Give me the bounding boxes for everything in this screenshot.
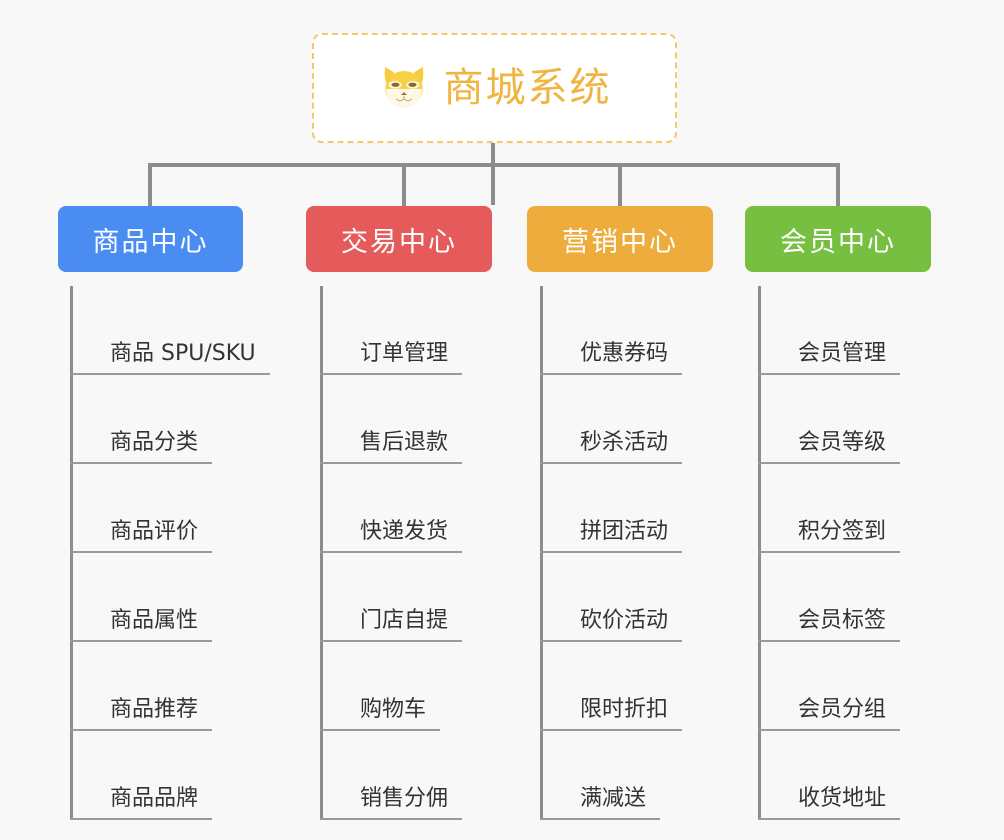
connector-stem-1 <box>148 163 152 207</box>
leaf-label: 商品推荐 <box>70 696 213 731</box>
category-label-1: 商品中心 <box>92 226 209 258</box>
category-label-2: 交易中心 <box>341 226 457 258</box>
leaf-item[interactable]: 收货地址 <box>758 731 901 820</box>
leaf-label: 订单管理 <box>320 340 463 375</box>
leaf-label: 会员管理 <box>758 340 901 375</box>
root-title: 商城系统 <box>443 65 612 111</box>
leaf-item[interactable]: 商品评价 <box>70 464 270 553</box>
leaf-label: 购物车 <box>320 696 441 731</box>
leaf-label: 销售分佣 <box>320 785 463 820</box>
leaf-column-1: 商品 SPU/SKU 商品分类 商品评价 商品属性 商品推荐 商品品牌 <box>70 286 270 820</box>
category-box-4[interactable]: 会员中心 <box>745 206 931 272</box>
category-label-4: 会员中心 <box>780 226 896 258</box>
connector-stem-3 <box>618 163 622 207</box>
leaf-label: 商品品牌 <box>70 785 213 820</box>
leaf-item[interactable]: 商品分类 <box>70 375 270 464</box>
leaf-item[interactable]: 会员等级 <box>758 375 901 464</box>
leaf-label: 砍价活动 <box>540 607 683 642</box>
category-box-1[interactable]: 商品中心 <box>58 206 243 272</box>
leaf-item[interactable]: 秒杀活动 <box>540 375 683 464</box>
leaf-item[interactable]: 会员标签 <box>758 553 901 642</box>
leaf-column-3: 优惠券码 秒杀活动 拼团活动 砍价活动 限时折扣 满减送 <box>540 286 683 820</box>
leaf-item[interactable]: 积分签到 <box>758 464 901 553</box>
leaf-item[interactable]: 售后退款 <box>320 375 463 464</box>
leaf-label: 限时折扣 <box>540 696 683 731</box>
leaf-label: 秒杀活动 <box>540 429 683 464</box>
leaf-spine-4 <box>758 286 761 820</box>
leaf-item[interactable]: 限时折扣 <box>540 642 683 731</box>
leaf-item[interactable]: 销售分佣 <box>320 731 463 820</box>
leaf-item[interactable]: 门店自提 <box>320 553 463 642</box>
leaf-label: 收货地址 <box>758 785 901 820</box>
connector-root-stem <box>491 143 495 205</box>
connector-stem-2 <box>402 163 406 207</box>
leaf-label: 门店自提 <box>320 607 463 642</box>
leaf-label: 优惠券码 <box>540 340 683 375</box>
leaf-label: 商品属性 <box>70 607 213 642</box>
leaf-column-4: 会员管理 会员等级 积分签到 会员标签 会员分组 收货地址 <box>758 286 901 820</box>
dog-face-icon <box>384 66 423 108</box>
leaf-label: 积分签到 <box>758 518 901 553</box>
leaf-item[interactable]: 订单管理 <box>320 286 463 375</box>
leaf-label: 满减送 <box>540 785 661 820</box>
leaf-label: 售后退款 <box>320 429 463 464</box>
leaf-item[interactable]: 会员管理 <box>758 286 901 375</box>
leaf-item[interactable]: 商品属性 <box>70 553 270 642</box>
category-label-3: 营销中心 <box>562 226 678 258</box>
leaf-item[interactable]: 砍价活动 <box>540 553 683 642</box>
leaf-item[interactable]: 商品品牌 <box>70 731 270 820</box>
leaf-spine-2 <box>320 286 323 820</box>
leaf-label: 快递发货 <box>320 518 463 553</box>
leaf-item[interactable]: 会员分组 <box>758 642 901 731</box>
leaf-label: 拼团活动 <box>540 518 683 553</box>
connector-stem-4 <box>836 163 840 207</box>
leaf-label: 商品分类 <box>70 429 213 464</box>
leaf-item[interactable]: 拼团活动 <box>540 464 683 553</box>
leaf-label: 商品 SPU/SKU <box>70 340 270 375</box>
leaf-item[interactable]: 快递发货 <box>320 464 463 553</box>
leaf-label: 会员分组 <box>758 696 901 731</box>
leaf-label: 会员标签 <box>758 607 901 642</box>
category-box-3[interactable]: 营销中心 <box>527 206 713 272</box>
leaf-spine-3 <box>540 286 543 820</box>
leaf-label: 商品评价 <box>70 518 213 553</box>
leaf-label: 会员等级 <box>758 429 901 464</box>
leaf-item[interactable]: 商品 SPU/SKU <box>70 286 270 375</box>
category-box-2[interactable]: 交易中心 <box>306 206 492 272</box>
connector-bus <box>148 163 840 167</box>
leaf-spine-1 <box>70 286 73 820</box>
root-node-mall-system[interactable]: 商城系统 <box>312 33 677 143</box>
leaf-item[interactable]: 优惠券码 <box>540 286 683 375</box>
leaf-item[interactable]: 购物车 <box>320 642 462 731</box>
leaf-item[interactable]: 满减送 <box>540 731 682 820</box>
leaf-item[interactable]: 商品推荐 <box>70 642 270 731</box>
leaf-column-2: 订单管理 售后退款 快递发货 门店自提 购物车 销售分佣 <box>320 286 463 820</box>
